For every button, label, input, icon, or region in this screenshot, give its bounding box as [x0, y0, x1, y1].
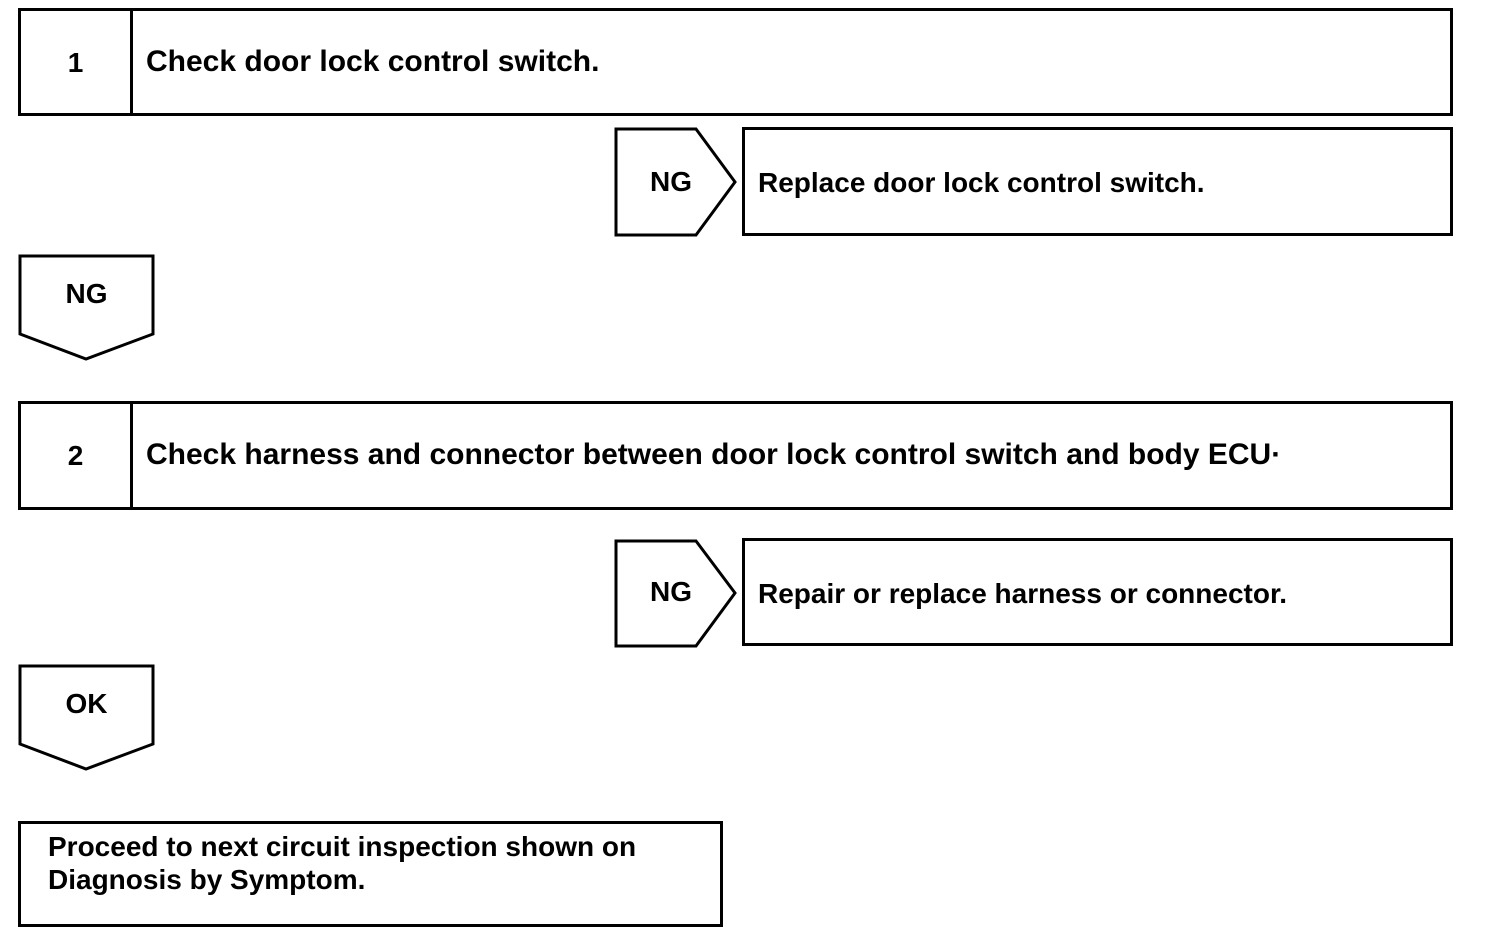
step-2-ng-action-box: Repair or replace harness or connector. [742, 538, 1453, 646]
step-2-down-arrow [18, 664, 155, 771]
step-1-down-arrow [18, 254, 155, 361]
step-1-text: Check door lock control switch. [146, 45, 600, 78]
step-1-ng-label: NG [650, 166, 692, 197]
step-1-ng-action-text: Replace door lock control switch. [758, 167, 1205, 198]
step-2-ng-label: NG [650, 576, 692, 607]
step-2-text: Check harness and connector between door… [146, 438, 1282, 471]
step-2-box: 2 Check harness and connector between do… [18, 401, 1453, 510]
step-1-ng-arrow [614, 127, 737, 237]
step-2-number: 2 [21, 404, 133, 507]
step-1-box: 1 Check door lock control switch. [18, 8, 1453, 116]
final-line-2: Diagnosis by Symptom. [48, 864, 366, 895]
step-2-ng-action-text: Repair or replace harness or connector. [758, 578, 1288, 609]
step-1-down-label: NG [65, 278, 108, 309]
final-line-1: Proceed to next circuit inspection shown… [48, 831, 637, 862]
step-2-down-label: OK [65, 688, 108, 719]
step-1-ng-action-box: Replace door lock control switch. [742, 127, 1453, 236]
step-2-ng-arrow [614, 539, 737, 648]
step-1-number: 1 [21, 11, 133, 113]
final-action-box: Proceed to next circuit inspection shown… [18, 821, 723, 927]
